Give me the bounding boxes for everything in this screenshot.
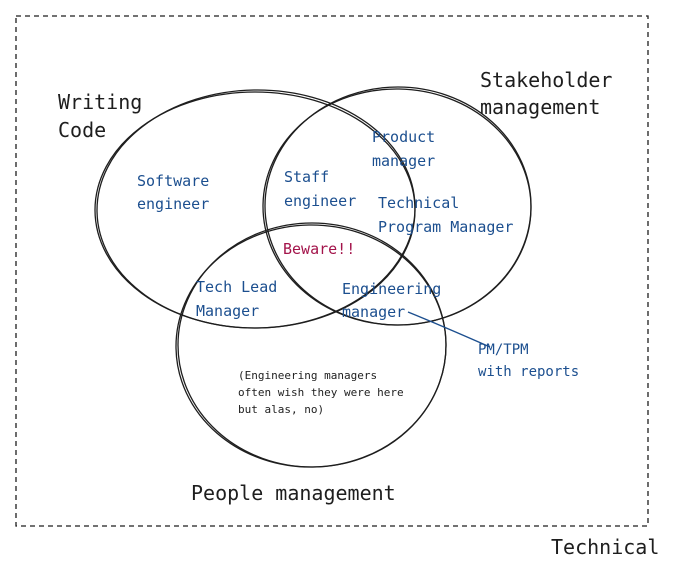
connector-line <box>407 311 491 348</box>
role-product-manager-line1: Product <box>372 128 435 146</box>
role-staff-engineer-line1: Staff <box>284 168 329 186</box>
technical-frame <box>15 15 649 527</box>
writing-code-title-line2: Code <box>58 118 106 142</box>
circle-writing-code <box>94 89 416 329</box>
note-line2: often wish they were here <box>238 386 404 399</box>
role-engineering-manager-line1: Engineering <box>342 280 441 298</box>
note-line1: (Engineering managers <box>238 369 377 382</box>
role-software-engineer-line1: Software <box>137 172 209 190</box>
stakeholder-title-line2: management <box>480 95 600 119</box>
role-tpm-line2: Program Manager <box>378 218 513 236</box>
role-tpm-line1: Technical <box>378 194 459 212</box>
role-tech-lead-manager-line1: Tech Lead <box>196 278 277 296</box>
note-line3: but alas, no) <box>238 403 324 416</box>
stakeholder-title-line1: Stakeholder <box>480 68 612 92</box>
circle-people-management <box>175 222 447 468</box>
role-pm-tpm-reports-line2: with reports <box>478 364 579 380</box>
role-product-manager-line2: manager <box>372 152 435 170</box>
people-management-title: People management <box>191 481 396 505</box>
circle-stakeholder-management <box>262 86 532 326</box>
role-staff-engineer-line2: engineer <box>284 192 356 210</box>
technical-label: Technical <box>551 535 659 559</box>
beware-label: Beware!! <box>283 240 355 258</box>
role-tech-lead-manager-line2: Manager <box>196 302 259 320</box>
writing-code-title-line1: Writing <box>58 90 142 114</box>
role-engineering-manager-line2: manager <box>342 303 405 321</box>
role-pm-tpm-reports-line1: PM/TPM <box>478 342 529 358</box>
role-software-engineer-line2: engineer <box>137 195 209 213</box>
